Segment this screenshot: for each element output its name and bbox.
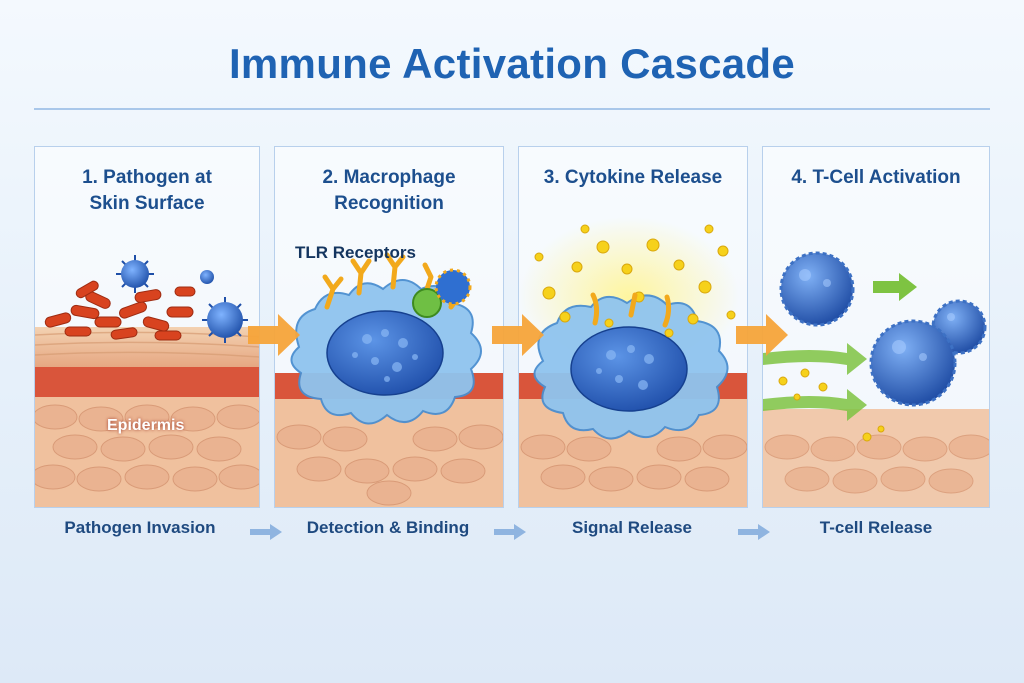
bacteria-icon: [44, 280, 195, 340]
caption-t-cell-release: T-cell Release: [776, 518, 976, 538]
title-divider: [34, 108, 990, 110]
epidermis-layer: [35, 367, 259, 397]
flow-arrow-3-4: [732, 310, 792, 360]
panel-2-title-line2: Recognition: [275, 191, 503, 217]
diagram-title: Immune Activation Cascade: [0, 40, 1024, 88]
panel-tcell: 4. T-Cell Activation: [762, 146, 990, 508]
panel-2-title: 2. Macrophage Recognition: [275, 165, 503, 217]
caption-signal-release: Signal Release: [532, 518, 732, 538]
panel-3-illustration: [519, 147, 747, 507]
panel-3-title-line1: 3. Cytokine Release: [519, 165, 747, 191]
caption-arrow-3: [736, 522, 772, 542]
panel-4-title-line1: 4. T-Cell Activation: [763, 165, 989, 191]
caption-detection-binding: Detection & Binding: [288, 518, 488, 538]
panel-cytokine: 3. Cytokine Release: [518, 146, 748, 508]
panel-3-title: 3. Cytokine Release: [519, 165, 747, 191]
caption-arrow-1: [248, 522, 284, 542]
panel-1-title-line2: Skin Surface: [35, 191, 259, 217]
flow-arrow-1-2: [244, 310, 304, 360]
panel-4-title: 4. T-Cell Activation: [763, 165, 989, 191]
caption-arrow-2: [492, 522, 528, 542]
panel-4-illustration: [763, 147, 989, 507]
panel-pathogen: 1. Pathogen at Skin Surface Epidermis: [34, 146, 260, 508]
flow-arrow-2-3: [488, 310, 548, 360]
panel-2-title-line1: 2. Macrophage: [275, 165, 503, 191]
panel-1-title-line1: 1. Pathogen at: [35, 165, 259, 191]
panel-macrophage: 2. Macrophage Recognition TLR Receptors: [274, 146, 504, 508]
t-cell-icon: [781, 253, 985, 405]
panel-1-title: 1. Pathogen at Skin Surface: [35, 165, 259, 217]
epidermis-label: Epidermis: [107, 417, 184, 435]
caption-pathogen-invasion: Pathogen Invasion: [40, 518, 240, 538]
tlr-receptors-label: TLR Receptors: [295, 243, 416, 263]
